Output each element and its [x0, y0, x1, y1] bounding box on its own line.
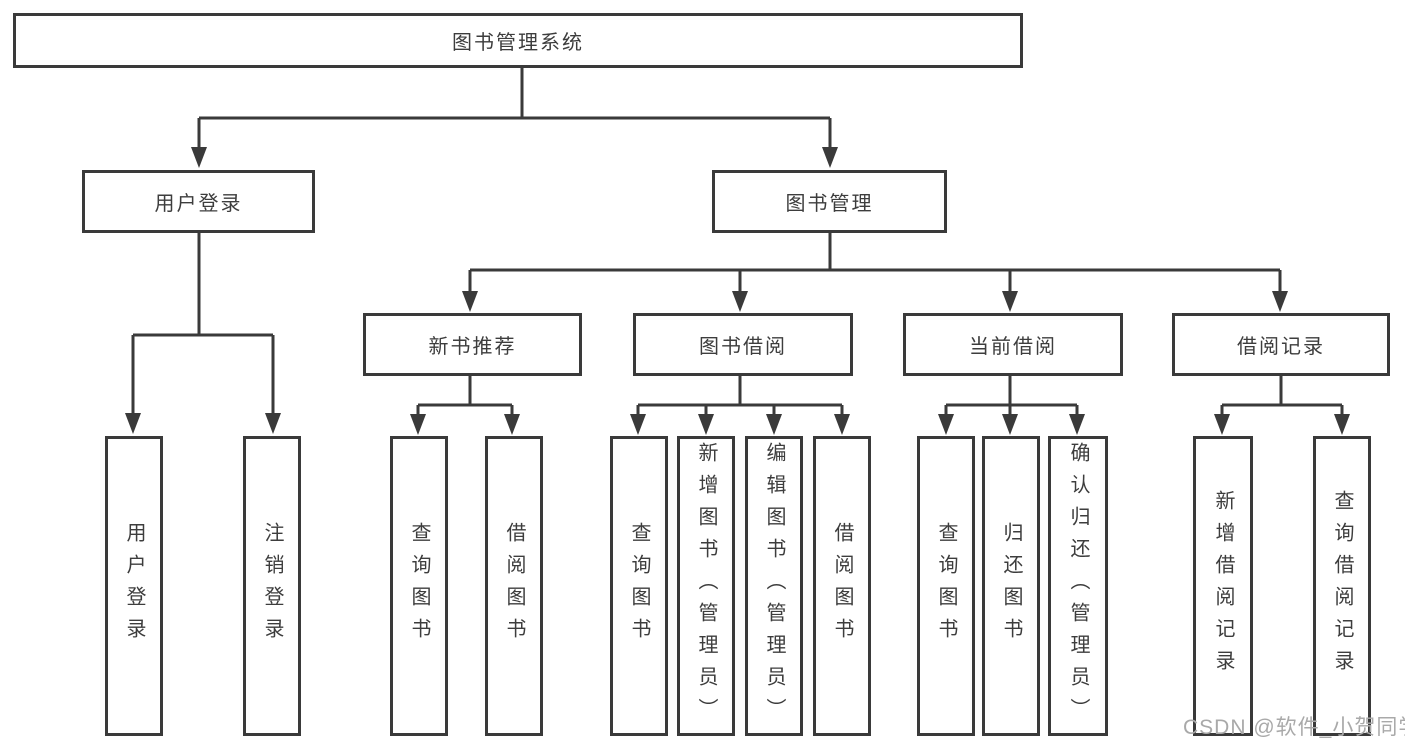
arrowheads [125, 147, 1350, 435]
leaf-return-book-label: 归还图书 [1000, 522, 1022, 650]
leaf-add-book-admin-label: 新增图书（管理员） [695, 442, 717, 730]
node-user-login-label: 用户登录 [154, 193, 243, 215]
leaf-query-books-borrowing-label: 查询图书 [628, 522, 650, 650]
leaf-return-book: 归还图书 [982, 436, 1040, 736]
leaf-add-borrow-record: 新增借阅记录 [1193, 436, 1253, 736]
node-user-login: 用户登录 [82, 170, 315, 233]
node-current-borrowing-label: 当前借阅 [969, 336, 1057, 358]
node-book-borrowing-label: 图书借阅 [699, 336, 787, 358]
node-borrowing-records: 借阅记录 [1172, 313, 1390, 376]
node-book-borrowing: 图书借阅 [633, 313, 853, 376]
leaf-query-books-current-label: 查询图书 [935, 522, 957, 650]
node-new-book-recommend: 新书推荐 [363, 313, 582, 376]
leaf-user-login-label: 用户登录 [123, 522, 145, 650]
leaf-edit-book-admin-label: 编辑图书（管理员） [763, 442, 785, 730]
leaf-add-borrow-record-label: 新增借阅记录 [1212, 490, 1234, 682]
csdn-watermark: CSDN @软件_小贺同学 [1183, 716, 1405, 739]
leaf-query-borrow-record: 查询借阅记录 [1313, 436, 1371, 736]
leaf-add-book-admin: 新增图书（管理员） [677, 436, 735, 736]
node-root-system: 图书管理系统 [13, 13, 1023, 68]
leaf-query-books-recommend-label: 查询图书 [408, 522, 430, 650]
leaf-logout: 注销登录 [243, 436, 301, 736]
leaf-query-borrow-record-label: 查询借阅记录 [1331, 490, 1353, 682]
leaf-query-books-recommend: 查询图书 [390, 436, 448, 736]
node-root-system-label: 图书管理系统 [452, 32, 584, 54]
leaf-confirm-return-admin-label: 确认归还（管理员） [1067, 442, 1089, 730]
tree-edges [131, 68, 1344, 418]
node-new-book-recommend-label: 新书推荐 [428, 336, 517, 358]
node-book-management: 图书管理 [712, 170, 947, 233]
leaf-query-books-current: 查询图书 [917, 436, 975, 736]
leaf-edit-book-admin: 编辑图书（管理员） [745, 436, 803, 736]
leaf-logout-label: 注销登录 [261, 522, 283, 650]
leaf-query-books-borrowing: 查询图书 [610, 436, 668, 736]
node-borrowing-records-label: 借阅记录 [1237, 336, 1325, 358]
leaf-borrow-books-borrowing: 借阅图书 [813, 436, 871, 736]
leaf-borrow-books-borrowing-label: 借阅图书 [831, 522, 853, 650]
leaf-confirm-return-admin: 确认归还（管理员） [1048, 436, 1108, 736]
leaf-user-login: 用户登录 [105, 436, 163, 736]
leaf-borrow-books-recommend-label: 借阅图书 [503, 522, 525, 650]
node-book-management-label: 图书管理 [785, 193, 874, 215]
node-current-borrowing: 当前借阅 [903, 313, 1123, 376]
leaf-borrow-books-recommend: 借阅图书 [485, 436, 543, 736]
